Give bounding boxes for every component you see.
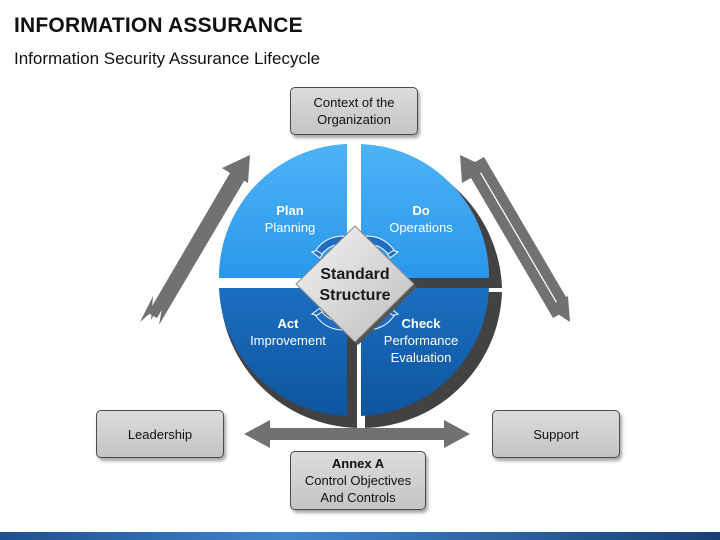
footer-bar — [0, 532, 720, 540]
arrow-horizontal — [244, 420, 470, 448]
annex-line-2: And Controls — [320, 490, 396, 505]
quadrant-act — [219, 288, 347, 416]
center-label: Standard Structure — [300, 264, 410, 306]
support-box: Support — [492, 410, 620, 458]
leadership-box: Leadership — [96, 410, 224, 458]
context-line-1: Context of the — [313, 95, 395, 110]
context-box: Context of the Organization — [290, 87, 418, 135]
plan-subtitle: Planning — [264, 220, 316, 235]
page-subtitle: Information Security Assurance Lifecycle — [14, 49, 321, 68]
context-line-2: Organization — [317, 112, 391, 127]
annex-title: Annex A — [331, 456, 385, 471]
support-label: Support — [533, 426, 579, 442]
quadrant-plan — [218, 144, 347, 278]
quadrant-do — [361, 144, 490, 278]
center-line-1: Standard — [320, 266, 390, 283]
act-title: Act — [277, 316, 299, 331]
act-label: Act Improvement — [223, 315, 353, 349]
center-line-2: Structure — [319, 287, 391, 304]
act-subtitle: Improvement — [250, 333, 326, 348]
check-subtitle-2: Evaluation — [390, 350, 452, 365]
arrow-left-diagonal — [140, 155, 250, 325]
check-title: Check — [401, 316, 441, 331]
do-subtitle: Operations — [389, 220, 453, 235]
plan-label: Plan Planning — [225, 202, 355, 236]
annex-box: Annex A Control Objectives And Controls — [290, 451, 426, 510]
check-label: Check Performance Evaluation — [356, 315, 486, 366]
plan-title: Plan — [276, 203, 304, 218]
do-label: Do Operations — [356, 202, 486, 236]
page-title: INFORMATION ASSURANCE — [14, 14, 303, 37]
check-subtitle-1: Performance — [383, 333, 459, 348]
arrow-right-diagonal — [460, 155, 570, 322]
do-title: Do — [412, 203, 430, 218]
leadership-label: Leadership — [127, 426, 193, 442]
annex-line-1: Control Objectives — [304, 473, 412, 488]
center-diamond — [295, 225, 417, 345]
quadrant-check — [361, 288, 489, 416]
